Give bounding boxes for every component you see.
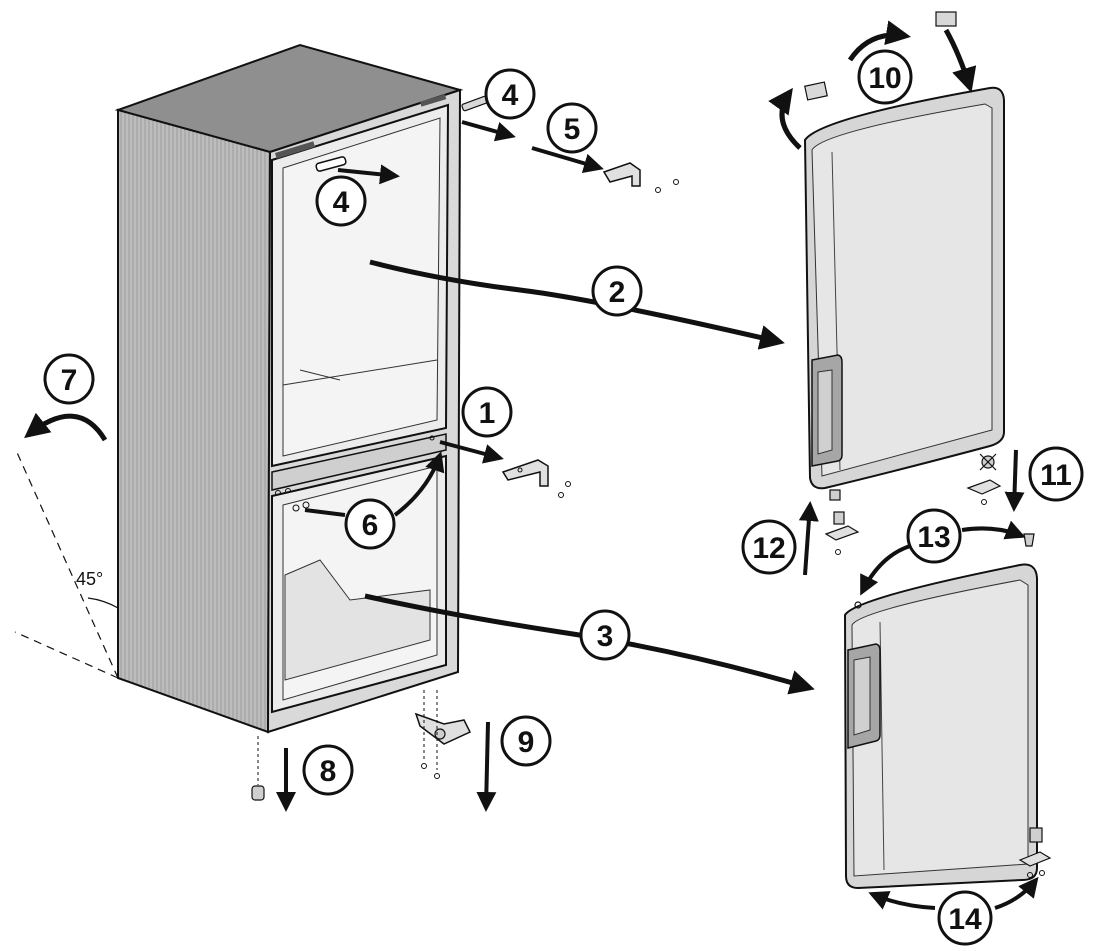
arrow-step-13-right (961, 520, 1026, 540)
cover-plate-right (935, 11, 957, 27)
svg-text:8: 8 (320, 755, 337, 788)
arrow-step-13-left (860, 544, 911, 596)
hinge-cover-plate (315, 156, 347, 172)
svg-text:1: 1 (479, 397, 496, 430)
lower-door-bracket (1018, 827, 1052, 878)
svg-text:13: 13 (917, 521, 950, 554)
step-marker-6: 6 (344, 498, 396, 550)
arrow-step-12 (798, 501, 819, 576)
arrows (24, 20, 1039, 910)
arrow-step-10-left (768, 87, 802, 150)
arrow-step-9 (476, 721, 497, 812)
svg-text:2: 2 (609, 276, 626, 309)
svg-text:10: 10 (868, 62, 901, 95)
arrow-step-5 (531, 146, 604, 174)
angle-label: 45° (76, 569, 103, 589)
upper-door (803, 86, 1005, 490)
arrow-step-6 (304, 508, 346, 517)
svg-text:12: 12 (752, 532, 785, 565)
arrow-step-7 (24, 412, 108, 442)
door-stop-part (824, 489, 860, 555)
arrow-step-10-top (847, 20, 911, 62)
cabinet-side (117, 108, 272, 734)
step-marker-1: 1 (461, 386, 513, 438)
top-hinge-part (602, 162, 679, 193)
svg-text:4: 4 (502, 79, 519, 112)
arrow-step-11 (1004, 449, 1025, 512)
arrow-step-4-lower (337, 164, 400, 185)
arrow-step-2 (369, 259, 785, 350)
svg-text:14: 14 (948, 903, 982, 936)
svg-text:6: 6 (362, 509, 379, 542)
svg-text:9: 9 (518, 726, 535, 759)
step-marker-9: 9 (500, 715, 552, 767)
middle-hinge-part (501, 459, 571, 498)
svg-text:5: 5 (564, 113, 581, 146)
step-marker-11: 11 (1028, 446, 1084, 502)
cover-plate-left (804, 81, 828, 101)
tilt-guide: 45° (14, 447, 119, 679)
step-marker-4a: 4 (484, 68, 536, 120)
step-marker-4b: 4 (315, 175, 367, 227)
step-marker-7: 7 (43, 353, 95, 405)
arrow-step-4-top (461, 120, 516, 142)
step-marker-5: 5 (546, 102, 598, 154)
step-marker-13: 13 (906, 508, 962, 564)
step-marker-3: 3 (579, 609, 631, 661)
step-markers: 4 5 4 2 7 1 6 3 (43, 49, 1084, 946)
arrow-step-10-right (943, 28, 977, 93)
fridge-cabinet (114, 43, 464, 734)
svg-text:7: 7 (61, 364, 78, 397)
step-marker-12: 12 (741, 519, 797, 575)
step-marker-2: 2 (591, 265, 643, 317)
step-marker-14: 14 (937, 890, 993, 946)
svg-text:4: 4 (333, 186, 350, 219)
arrow-step-1 (439, 440, 504, 464)
svg-text:11: 11 (1040, 459, 1072, 492)
lower-door (843, 563, 1038, 890)
step-marker-10: 10 (857, 49, 913, 105)
step-marker-8: 8 (302, 744, 354, 796)
svg-text:3: 3 (597, 620, 614, 653)
arrow-step-3 (364, 593, 815, 695)
arrow-step-14-left (868, 891, 936, 910)
bottom-hinge-part (414, 690, 472, 779)
arrow-step-14-right (994, 876, 1039, 910)
adjustable-foot (251, 736, 265, 801)
hinge-cap-part (1023, 533, 1035, 547)
hinge-pin-part (966, 453, 1002, 505)
